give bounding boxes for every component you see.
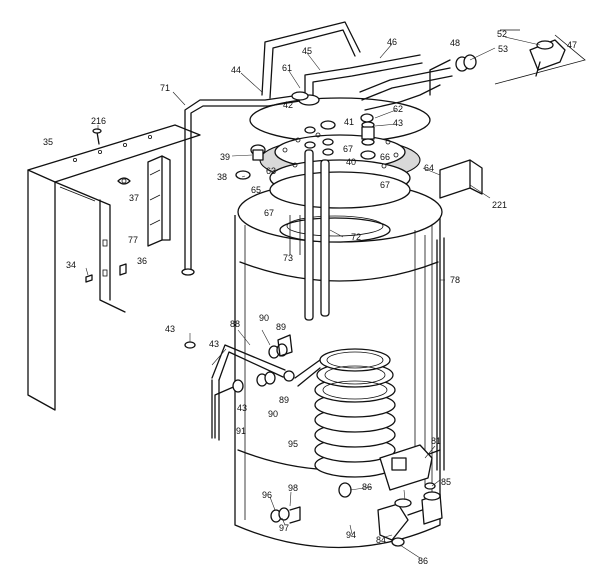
callout-91: 91 xyxy=(236,426,246,436)
callout-48: 48 xyxy=(450,38,460,48)
outer-casing-frame xyxy=(27,124,201,411)
callout-77: 77 xyxy=(128,235,138,245)
callout-73: 73 xyxy=(283,253,293,263)
callout-34: 34 xyxy=(66,260,76,270)
callout-61: 61 xyxy=(282,63,292,73)
top-right-fittings xyxy=(455,29,586,85)
fixing-34 xyxy=(85,274,93,283)
callout-39: 39 xyxy=(220,152,230,162)
callout-86-top: 86 xyxy=(362,482,372,492)
callout-45: 45 xyxy=(302,46,312,56)
callout-97: 97 xyxy=(279,523,289,533)
callout-86-bottom: 86 xyxy=(418,556,428,566)
clip-37 xyxy=(117,177,131,185)
vertical-pipe-78 xyxy=(436,237,445,471)
callout-78: 78 xyxy=(450,275,460,285)
callout-43-top: 43 xyxy=(393,118,403,128)
leader-lines xyxy=(85,36,541,559)
callout-221: 221 xyxy=(492,200,507,210)
callout-89-a: 89 xyxy=(276,322,286,332)
callout-216: 216 xyxy=(91,116,106,126)
callout-40: 40 xyxy=(346,157,356,167)
callout-98: 98 xyxy=(288,483,298,493)
callout-38: 38 xyxy=(217,172,227,182)
mounting-bracket xyxy=(147,155,171,247)
heat-exchanger-coil xyxy=(294,348,396,478)
callout-52: 52 xyxy=(497,29,507,39)
callout-84: 84 xyxy=(376,535,386,545)
left-pipework xyxy=(184,334,295,441)
callout-71: 71 xyxy=(160,83,170,93)
callout-43-left: 43 xyxy=(209,339,219,349)
clip-36 xyxy=(119,263,127,276)
callout-67-c: 67 xyxy=(264,208,274,218)
bracket-64 xyxy=(439,159,483,199)
callout-94: 94 xyxy=(346,530,356,540)
callout-95: 95 xyxy=(288,439,298,449)
callout-63: 63 xyxy=(266,166,276,176)
callout-89-b: 89 xyxy=(279,395,289,405)
callout-labels: 52 47 53 48 46 45 44 61 71 42 62 41 43 2… xyxy=(43,29,577,566)
callout-35: 35 xyxy=(43,137,53,147)
callout-43-mid: 43 xyxy=(165,324,175,334)
callout-44: 44 xyxy=(231,65,241,75)
callout-90-a: 90 xyxy=(259,313,269,323)
callout-36: 36 xyxy=(137,256,147,266)
callout-62: 62 xyxy=(393,104,403,114)
callout-72: 72 xyxy=(351,232,361,242)
callout-65: 65 xyxy=(251,185,261,195)
callout-41: 41 xyxy=(344,117,354,127)
top-pipework xyxy=(181,21,453,276)
callout-42: 42 xyxy=(283,100,293,110)
screw-216 xyxy=(92,128,102,145)
callout-81: 81 xyxy=(431,436,441,446)
callout-90-b: 90 xyxy=(268,409,278,419)
callout-47: 47 xyxy=(567,40,577,50)
callout-53: 53 xyxy=(498,44,508,54)
callout-85: 85 xyxy=(441,477,451,487)
callout-37: 37 xyxy=(129,193,139,203)
callout-67-b: 67 xyxy=(380,180,390,190)
callout-64: 64 xyxy=(424,163,434,173)
callout-46: 46 xyxy=(387,37,397,47)
callout-67-a: 67 xyxy=(343,144,353,154)
callout-43-low: 43 xyxy=(237,403,247,413)
top-nuts-washers xyxy=(235,113,376,180)
callout-96: 96 xyxy=(262,490,272,500)
immersion-rods xyxy=(289,149,330,321)
callout-88: 88 xyxy=(230,319,240,329)
bottom-valves xyxy=(270,444,443,547)
callout-66: 66 xyxy=(380,152,390,162)
